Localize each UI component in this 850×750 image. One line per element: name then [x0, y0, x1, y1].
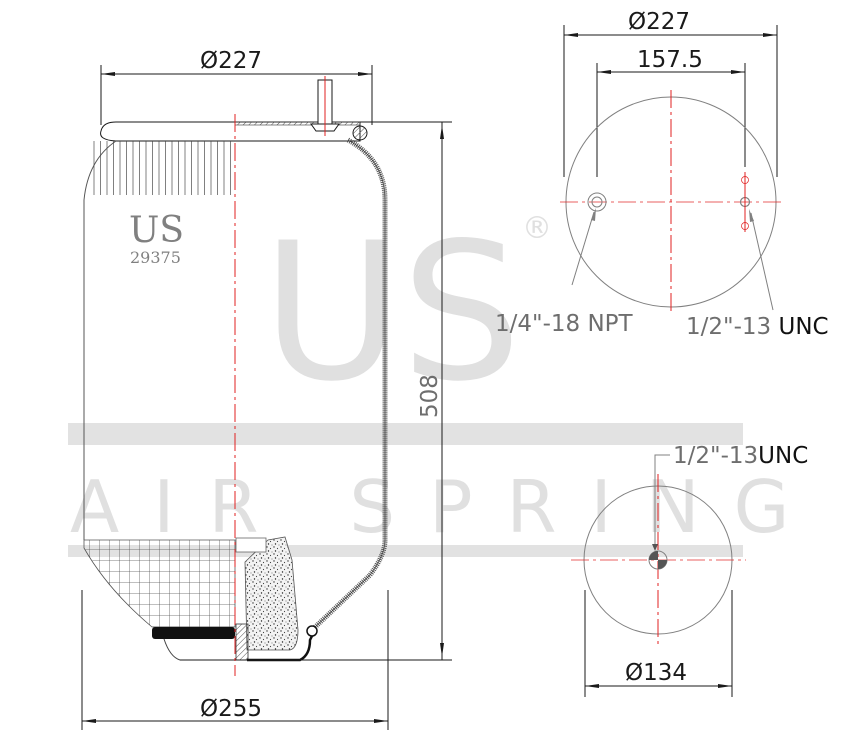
bottom-thread-type: UNC	[758, 443, 808, 469]
registered-mark: ®	[522, 211, 552, 246]
bolt-spacing-dimension: 157.5	[596, 47, 746, 177]
bottom-diameter-dimension: Ø255	[81, 590, 389, 730]
bolt-spacing-label: 157.5	[637, 47, 703, 73]
stud-thread-type: UNC	[778, 314, 828, 340]
stud-thread-size: 1/2"-13	[686, 314, 778, 340]
piston-seal	[152, 627, 235, 639]
piston-grid	[83, 539, 236, 628]
top-diameter-label: Ø227	[200, 48, 262, 74]
brand-logo: US	[129, 210, 184, 251]
air-port-label: 1/4"-18 NPT	[495, 311, 634, 337]
top-plate-section	[234, 121, 361, 126]
bellows-ribs	[88, 141, 235, 195]
top-diameter-dimension: Ø227	[100, 48, 373, 125]
bottom-thread-size: 1/2"-13	[673, 443, 758, 469]
watermark-bar-top	[68, 423, 743, 445]
bottom-diameter-label: Ø255	[200, 696, 262, 722]
stud-thread-label: 1/2"-13 UNC	[686, 314, 829, 340]
part-number: 29375	[130, 248, 181, 267]
piston-core	[244, 536, 299, 651]
top-view-diameter-label: Ø227	[628, 9, 690, 35]
height-label: 508	[417, 374, 443, 418]
crimp-ring	[352, 125, 368, 141]
bottom-view-diameter-label: Ø134	[625, 660, 687, 686]
top-view-outer-dimension: Ø227	[563, 9, 778, 177]
watermark: US ® AIR SPRING	[68, 202, 823, 557]
height-dimension: 508	[360, 121, 452, 660]
bottom-thread-label: 1/2"-13UNC	[673, 443, 808, 469]
side-view: Ø227 US 29375	[81, 48, 452, 730]
top-view: Ø227 157.5 1/4"-18 NPT 1/2"-13 UNC	[495, 9, 829, 340]
watermark-us-text: US	[262, 202, 522, 423]
bottom-view: 1/2"-13UNC Ø134	[571, 443, 808, 697]
air-port-fitting	[587, 192, 607, 212]
watermark-air-spring-text: AIR SPRING	[70, 465, 823, 549]
bottom-view-diameter-dimension: Ø134	[584, 590, 733, 697]
